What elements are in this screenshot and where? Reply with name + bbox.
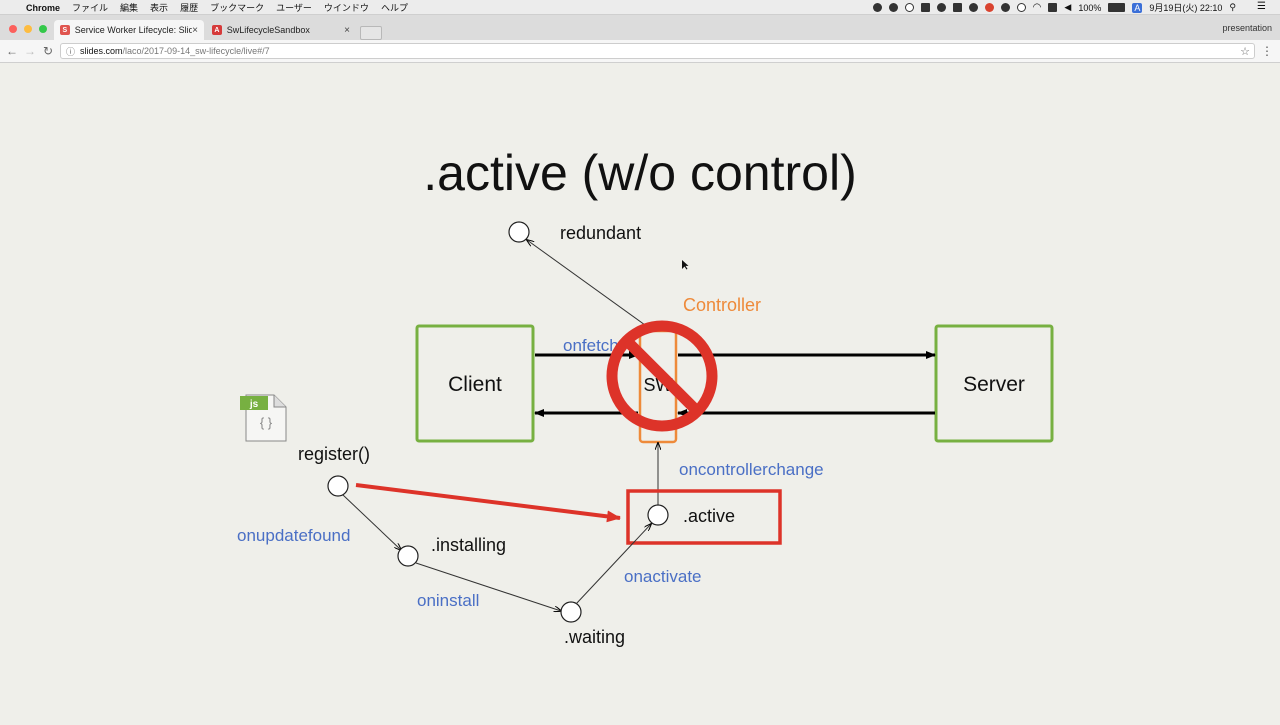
controller-label: Controller xyxy=(683,295,761,315)
active-node xyxy=(647,504,669,526)
menubar-users[interactable]: ユーザー xyxy=(276,3,312,13)
server-label: Server xyxy=(963,373,1025,396)
svg-text:{ }: { } xyxy=(260,415,273,430)
slide: .active (w/o control) redundant Controll… xyxy=(0,63,1280,720)
profile-name[interactable]: presentation xyxy=(1222,23,1272,33)
onupdatefound-arrow xyxy=(342,494,401,550)
tab-slides[interactable]: S Service Worker Lifecycle: Slides × xyxy=(54,20,204,40)
mouse-cursor-icon xyxy=(682,260,689,270)
reload-icon[interactable]: ↻ xyxy=(43,44,54,58)
back-arrow-icon[interactable]: ← xyxy=(6,44,18,58)
forward-arrow-icon[interactable]: → xyxy=(24,44,36,58)
macos-menubar: Chrome ファイル 編集 表示 履歴 ブックマーク ユーザー ウインドウ ヘ… xyxy=(0,0,1280,15)
menubar-app-name[interactable]: Chrome xyxy=(26,2,61,13)
notification-center-icon[interactable]: ☰ xyxy=(1257,1,1266,12)
menubar-help[interactable]: ヘルプ xyxy=(380,3,408,13)
onfetch-label: onfetch xyxy=(563,336,619,355)
close-window-button[interactable] xyxy=(9,25,17,33)
tab-title: SwLifecycleSandbox xyxy=(226,25,310,35)
tab-sandbox[interactable]: A SwLifecycleSandbox × xyxy=(206,20,356,40)
onactivate-label: onactivate xyxy=(624,567,702,586)
client-box xyxy=(415,324,535,443)
oninstall-label: oninstall xyxy=(417,591,479,610)
wifi-icon[interactable]: ◠ xyxy=(1032,2,1042,13)
menubar-window[interactable]: ウインドウ xyxy=(323,3,369,13)
minimize-window-button[interactable] xyxy=(24,25,32,33)
new-tab-button[interactable] xyxy=(360,26,382,40)
menubar-edit[interactable]: 編集 xyxy=(120,3,139,13)
status-app-icon[interactable] xyxy=(936,3,946,12)
slides-favicon-icon: S xyxy=(60,25,70,35)
tab-title: Service Worker Lifecycle: Slides xyxy=(74,25,193,35)
bookmark-star-icon[interactable]: ☆ xyxy=(1240,46,1250,58)
client-label: Client xyxy=(448,373,502,396)
dropbox-icon[interactable] xyxy=(920,3,930,12)
register-node xyxy=(327,475,349,497)
active-label: .active xyxy=(683,506,735,526)
tab-close-icon[interactable]: × xyxy=(192,24,198,36)
browser-menu-icon[interactable]: ⋮ xyxy=(1261,44,1273,58)
redundant-label: redundant xyxy=(560,223,641,243)
menubar-file[interactable]: ファイル xyxy=(72,3,109,13)
bluetooth-icon[interactable] xyxy=(1016,3,1026,12)
slide-title: .active (w/o control) xyxy=(423,145,856,201)
status-app-icon[interactable] xyxy=(984,3,994,12)
input-method-indicator[interactable]: A xyxy=(1132,2,1143,13)
waiting-label: .waiting xyxy=(564,627,625,647)
menubar-view[interactable]: 表示 xyxy=(150,3,169,13)
volume-icon[interactable]: ◀ xyxy=(1064,2,1072,12)
to-redundant-arrow xyxy=(527,240,646,326)
status-app-icon[interactable] xyxy=(952,3,962,12)
status-app-icon[interactable] xyxy=(872,3,882,12)
menubar-bookmarks[interactable]: ブックマーク xyxy=(210,3,265,13)
js-file-icon: js { } xyxy=(240,394,287,442)
register-label: register() xyxy=(298,444,370,464)
battery-percent: 100% xyxy=(1078,2,1102,13)
onupdatefound-label: onupdatefound xyxy=(237,526,350,545)
airplay-icon[interactable] xyxy=(1048,3,1058,12)
status-app-icon[interactable] xyxy=(904,3,914,12)
svg-text:js: js xyxy=(249,399,259,410)
onactivate-arrow xyxy=(575,524,651,605)
tab-close-icon[interactable]: × xyxy=(344,24,350,36)
menubar-clock[interactable]: 9月19日(火) 22:10 xyxy=(1149,3,1223,13)
browser-toolbar: ← → ↻ ⓘ slides.com /laco/2017-09-14_sw-l… xyxy=(0,40,1280,63)
status-app-icon[interactable] xyxy=(1000,3,1010,12)
battery-icon[interactable] xyxy=(1108,3,1126,12)
status-app-icon[interactable] xyxy=(968,3,978,12)
angular-favicon-icon: A xyxy=(212,25,222,35)
zoom-window-button[interactable] xyxy=(39,25,47,33)
address-bar[interactable]: ⓘ slides.com /laco/2017-09-14_sw-lifecyc… xyxy=(60,43,1255,59)
url-path: /laco/2017-09-14_sw-lifecycle/live#/7 xyxy=(122,46,270,56)
slide-canvas: .active (w/o control) redundant Controll… xyxy=(237,145,1054,647)
active-highlight-box xyxy=(626,489,782,545)
waiting-node xyxy=(560,601,582,623)
status-app-icon[interactable] xyxy=(888,3,898,12)
url-host: slides.com xyxy=(80,46,123,56)
oninstall-arrow xyxy=(415,562,561,611)
info-icon[interactable]: ⓘ xyxy=(66,46,76,57)
tab-strip: S Service Worker Lifecycle: Slides × A S… xyxy=(0,15,1280,40)
prohibited-icon xyxy=(606,320,718,432)
server-box xyxy=(934,324,1054,443)
installing-label: .installing xyxy=(431,535,506,555)
register-to-active-arrow xyxy=(355,483,621,523)
redundant-node xyxy=(508,221,530,243)
installing-node xyxy=(397,545,419,567)
oncontrollerchange-label: oncontrollerchange xyxy=(679,460,824,479)
menubar-history[interactable]: 履歴 xyxy=(180,3,199,13)
spotlight-icon[interactable]: ⚲ xyxy=(1229,2,1236,12)
